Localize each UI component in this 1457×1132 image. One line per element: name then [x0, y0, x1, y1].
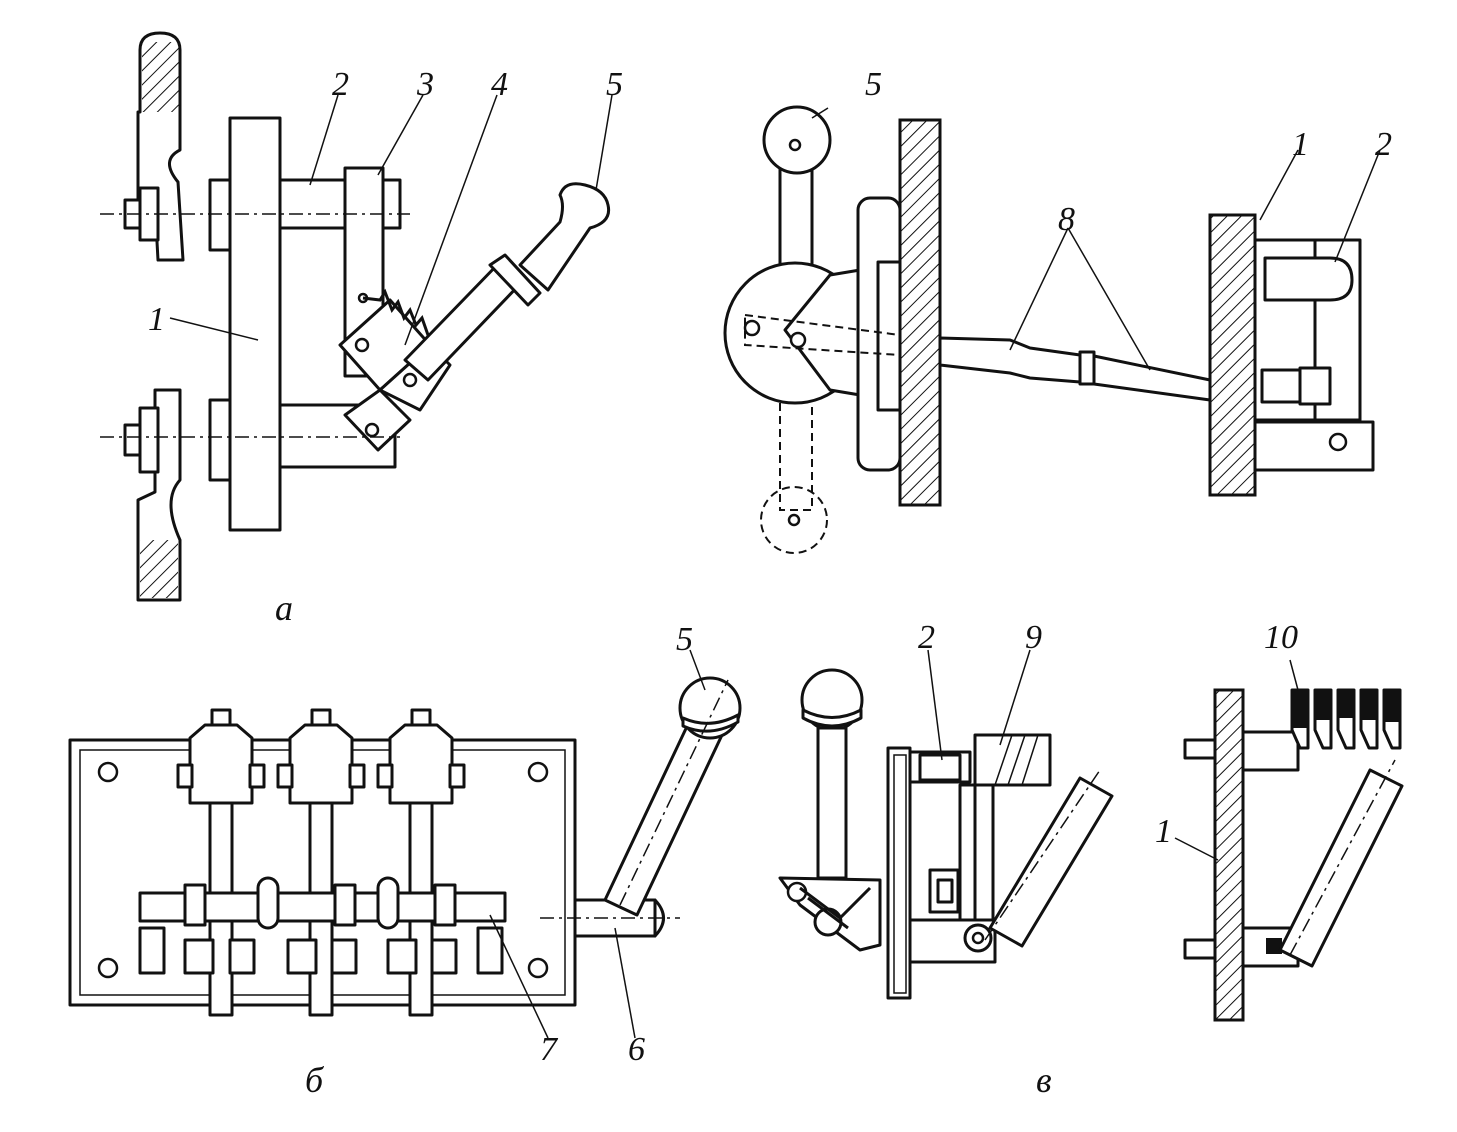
- label-1-v: 1: [1155, 813, 1172, 850]
- label-5-side: 5: [865, 66, 882, 103]
- label-1: 1: [148, 301, 165, 338]
- panel-a-front-labels: 1 2 3 4 5: [148, 66, 623, 338]
- label-2-v: 2: [918, 619, 935, 656]
- label-4: 4: [491, 66, 508, 103]
- panel-v-arc-chute-labels: 10 1: [1155, 619, 1298, 850]
- panel-b-three-pole-switch: [68, 649, 742, 1039]
- panel-a-front-view: [100, 31, 613, 602]
- caption-a: а: [275, 588, 293, 628]
- label-10: 10: [1264, 619, 1298, 656]
- label-2: 2: [332, 66, 349, 103]
- panel-v-linkage-labels: 2 9: [918, 619, 1042, 656]
- arc-chute-plates: [1290, 688, 1402, 750]
- panel-b-labels: 5 7 6: [540, 621, 693, 1068]
- label-9: 9: [1025, 619, 1042, 656]
- panel-a-side-view: [723, 105, 1381, 554]
- panel-a-side-labels: 5 8 1 2: [865, 66, 1392, 238]
- panel-v-linkage: [778, 649, 1114, 1000]
- label-5: 5: [606, 66, 623, 103]
- label-8: 8: [1058, 201, 1075, 238]
- label-3: 3: [416, 66, 434, 103]
- label-6: 6: [628, 1031, 645, 1068]
- label-1-side: 1: [1292, 126, 1309, 163]
- caption-b: б: [305, 1060, 325, 1100]
- caption-v: в: [1036, 1060, 1052, 1100]
- label-7: 7: [540, 1031, 559, 1068]
- panel-v-arc-chute: [1174, 659, 1404, 1022]
- label-5-b: 5: [676, 621, 693, 658]
- label-2-side: 2: [1375, 126, 1392, 163]
